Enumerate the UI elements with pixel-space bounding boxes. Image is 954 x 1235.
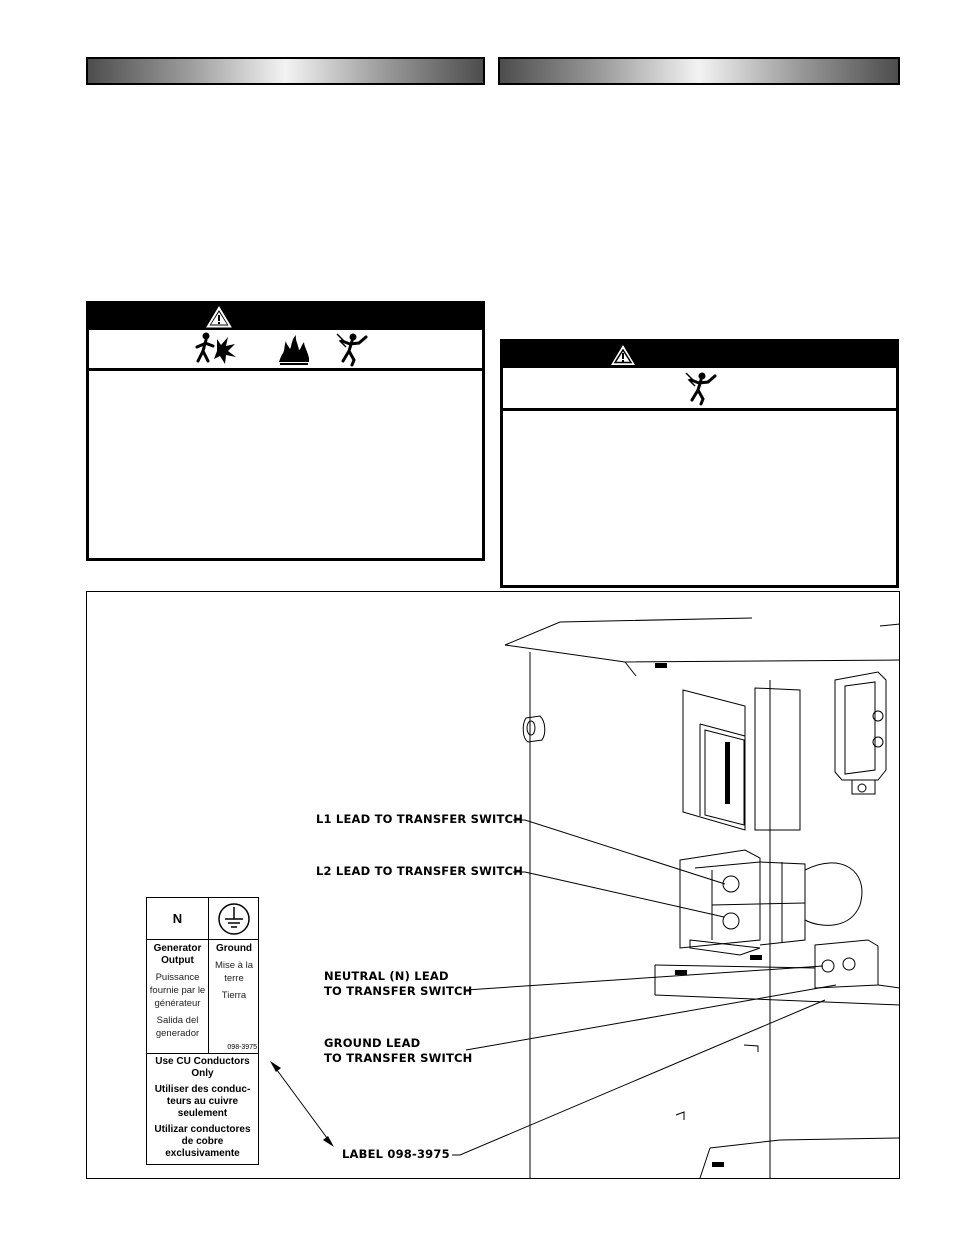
tag-text: Only	[191, 1068, 214, 1079]
left-section-header-bar	[86, 57, 485, 85]
tag-text: Tierra	[221, 990, 247, 1001]
tag-text: Output	[161, 955, 194, 966]
right-section-header-bar	[498, 57, 900, 85]
warning-triangle-icon	[611, 345, 635, 365]
tag-text: fournie par le	[149, 985, 206, 996]
callout-ground-lead: TO TRANSFER SWITCH	[324, 1051, 473, 1065]
warning-header	[89, 304, 482, 330]
callout-label-part-number: LABEL 098-3975	[342, 1147, 450, 1161]
callout-l2-lead: L2 LEAD TO TRANSFER SWITCH	[316, 864, 524, 878]
tag-text: exclusivamente	[165, 1148, 240, 1159]
callout-neutral-lead: TO TRANSFER SWITCH	[324, 984, 473, 998]
tag-ground-cell: Ground Mise à la terre Tierra 098-3975	[209, 940, 259, 1054]
tag-text: générateur	[154, 998, 201, 1009]
tag-part-number: 098-3975	[227, 1044, 257, 1051]
tag-text: Utiliser des conduc-	[154, 1084, 251, 1095]
callout-ground-lead: GROUND LEAD	[324, 1036, 421, 1050]
callout-l1-lead: L1 LEAD TO TRANSFER SWITCH	[316, 812, 524, 826]
fire-hazard-icon	[279, 335, 309, 365]
electrocution-hazard-icon	[336, 333, 368, 367]
tag-copper-only-cell: Use CU Conductors Only Utiliser des cond…	[147, 1054, 258, 1164]
warning-box-left	[86, 301, 485, 561]
tag-generator-output-cell: Generator Output Puissance fournie par l…	[147, 940, 209, 1054]
explosion-hazard-icon	[195, 332, 236, 364]
tag-text: Ground	[215, 943, 253, 954]
warning-header	[503, 342, 896, 368]
warning-triangle-icon	[206, 306, 232, 328]
tag-text: de cobre	[181, 1136, 224, 1147]
tag-ground-symbol-cell	[209, 898, 259, 940]
ground-symbol-icon	[218, 903, 250, 935]
tag-neutral-symbol: N	[172, 911, 183, 926]
electrocution-hazard-icon	[685, 372, 717, 406]
generator-connection-figure	[86, 591, 900, 1179]
tag-text: teurs au cuivre	[166, 1096, 239, 1107]
tag-text: Mise à la	[214, 960, 253, 971]
tag-text: seulement	[177, 1108, 228, 1119]
tag-text: Utilizar conductores	[154, 1124, 251, 1135]
hazard-icons-row	[503, 368, 896, 411]
tag-text: Salida del	[156, 1015, 199, 1026]
tag-text: terre	[224, 973, 244, 984]
tag-text: Puissance	[155, 972, 200, 983]
conductor-label-098-3975: N Generator Output Puissance fournie par…	[146, 897, 259, 1165]
tag-text: Use CU Conductors	[155, 1056, 250, 1067]
warning-box-right	[500, 339, 899, 588]
callout-neutral-lead: NEUTRAL (N) LEAD	[324, 969, 449, 983]
tag-text: generador	[155, 1028, 200, 1039]
tag-neutral-cell: N	[147, 898, 209, 940]
hazard-icons-row	[89, 330, 482, 371]
tag-text: Generator	[153, 943, 202, 954]
